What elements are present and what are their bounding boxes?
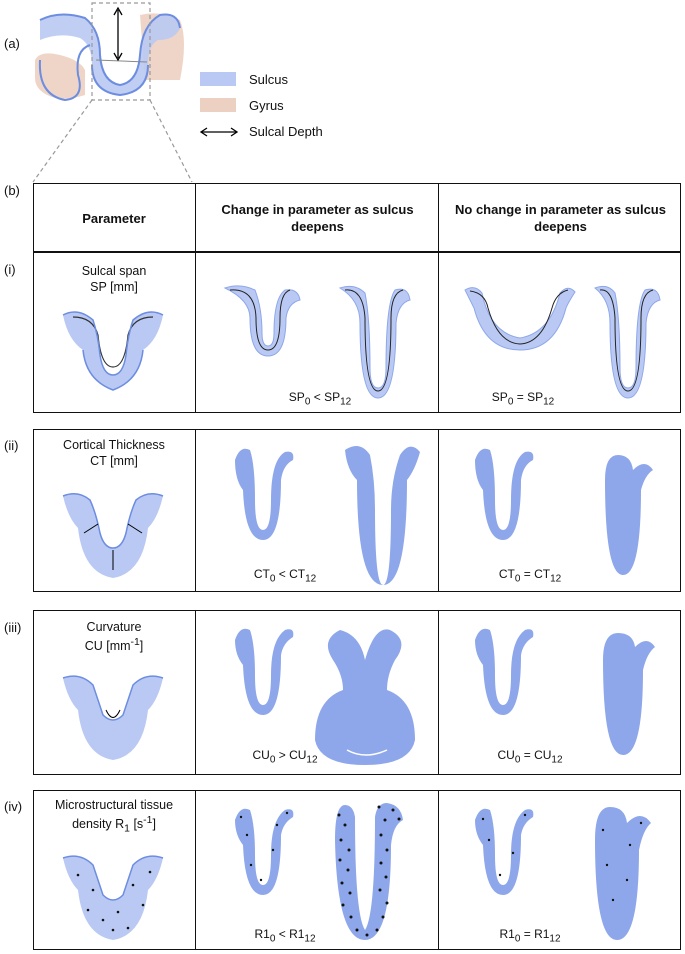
cu-illustration (62, 675, 164, 760)
param-cu-line1: Curvature (86, 620, 142, 634)
legend-gyrus-swatch (200, 98, 236, 112)
ct-illustration (62, 493, 164, 578)
r1-nochange-shapes (475, 807, 651, 940)
cu-change-shapes (235, 628, 415, 765)
legend-gyrus-label: Gyrus (249, 98, 284, 113)
row-cortical-thickness (33, 429, 681, 592)
ct-change-shapes (235, 446, 420, 585)
cu-nochange-equation: CU0 = CU12 (497, 748, 563, 766)
row-label-ii: (ii) (4, 438, 19, 453)
sp-change-shapes (223, 285, 411, 399)
ct-nochange-equation: CT0 = CT12 (498, 567, 562, 585)
sp-change-equation: SP0 < SP12 (288, 390, 352, 408)
header-parameter: Parameter (82, 211, 146, 226)
cu-nochange-shapes (475, 628, 655, 755)
param-sp-line1: Sulcal span (81, 264, 147, 278)
sp-nochange-equation: SP0 = SP12 (491, 390, 555, 408)
param-r1-line2: density R1 [s-1] (72, 815, 156, 835)
row-label-iii: (iii) (4, 620, 22, 635)
legend-sulcus-swatch (200, 72, 236, 86)
panel-label-a: (a) (4, 36, 20, 51)
r1-change-equation: R10 < R112 (254, 927, 316, 945)
ct-nochange-shapes (475, 448, 653, 575)
r1-illustration (62, 855, 164, 940)
row-label-iv: (iv) (4, 799, 23, 814)
param-sp-line2: SP [mm] (90, 280, 138, 294)
header-change: Change in parameter as sulcus deepens (221, 202, 414, 234)
legend-depth-arrow-icon (199, 127, 239, 137)
ct-change-equation: CT0 < CT12 (253, 567, 317, 585)
header-row (33, 183, 681, 252)
param-r1-line1: Microstructural tissue (54, 798, 174, 812)
r1-nochange-equation: R10 = R112 (499, 927, 561, 945)
cu-change-equation: CU0 > CU12 (252, 748, 318, 766)
row-label-i: (i) (4, 262, 16, 277)
param-ct-line2: CT [mm] (90, 454, 138, 468)
row-sulcal-span (33, 252, 681, 413)
param-cu-line2: CU [mm-1] (84, 637, 144, 654)
row-curvature (33, 610, 681, 775)
sp-illustration (62, 311, 164, 391)
r1-change-shapes (235, 803, 403, 940)
row-r1 (33, 790, 681, 950)
legend-sulcus-label: Sulcus (249, 72, 289, 87)
header-nochange: No change in parameter as sulcus deepens (455, 202, 666, 234)
param-ct-line1: Cortical Thickness (63, 438, 165, 452)
sp-nochange-shapes (464, 285, 661, 399)
legend-depth-label: Sulcal Depth (249, 124, 323, 139)
panel-label-b: (b) (4, 183, 20, 198)
panel-a-sulcus-illustration (32, 2, 193, 183)
